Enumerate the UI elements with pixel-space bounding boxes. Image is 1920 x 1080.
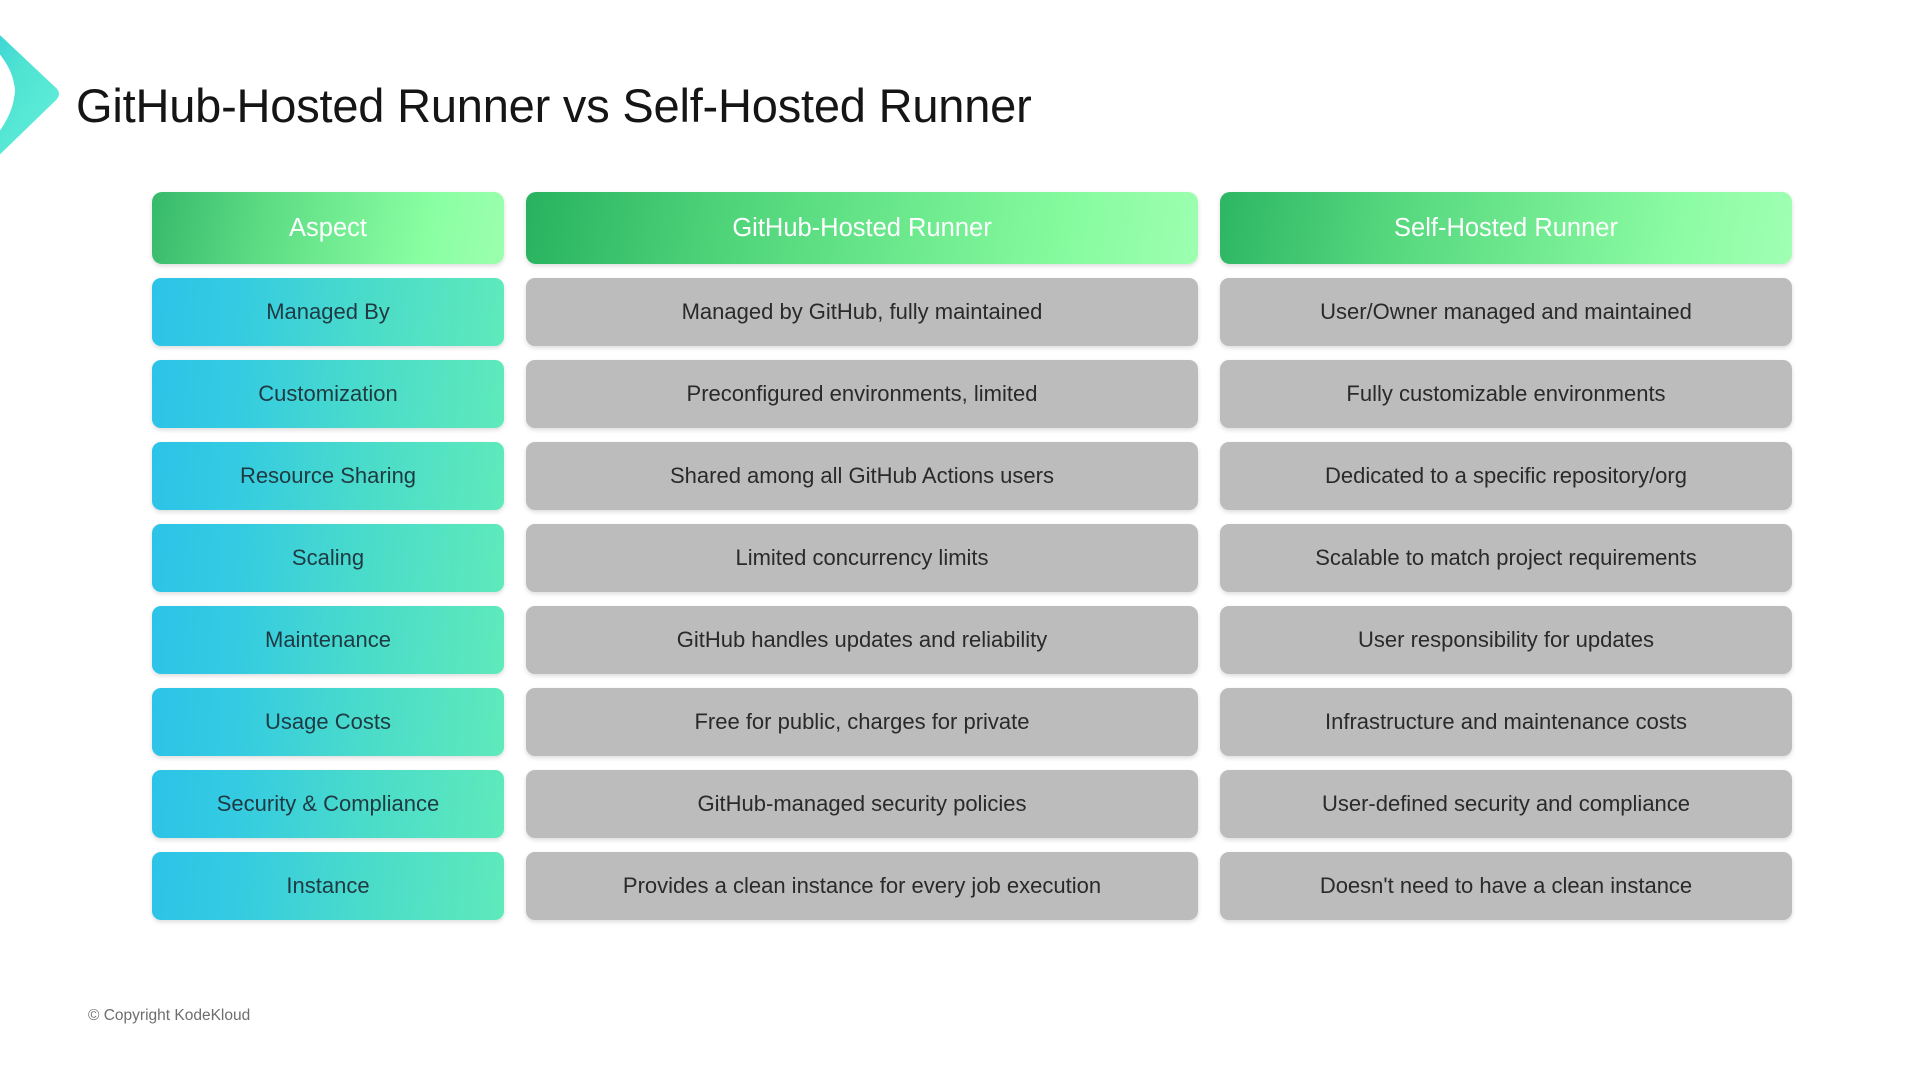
table-row: Maintenance GitHub handles updates and r… (152, 606, 1792, 674)
comparison-table: Aspect GitHub-Hosted Runner Self-Hosted … (152, 192, 1792, 920)
copyright-notice: © Copyright KodeKloud (88, 1007, 251, 1024)
aspect-label: Usage Costs (152, 688, 504, 756)
page-title: GitHub-Hosted Runner vs Self-Hosted Runn… (76, 79, 1032, 132)
aspect-label: Maintenance (152, 606, 504, 674)
github-hosted-value: GitHub handles updates and reliability (526, 606, 1198, 674)
table-row: Usage Costs Free for public, charges for… (152, 688, 1792, 756)
table-row: Customization Preconfigured environments… (152, 360, 1792, 428)
self-hosted-value: User-defined security and compliance (1220, 770, 1792, 838)
github-hosted-value: Managed by GitHub, fully maintained (526, 278, 1198, 346)
table-header-row: Aspect GitHub-Hosted Runner Self-Hosted … (152, 192, 1792, 264)
github-hosted-value: Shared among all GitHub Actions users (526, 442, 1198, 510)
self-hosted-value: Doesn't need to have a clean instance (1220, 852, 1792, 920)
self-hosted-value: User responsibility for updates (1220, 606, 1792, 674)
aspect-label: Resource Sharing (152, 442, 504, 510)
self-hosted-value: User/Owner managed and maintained (1220, 278, 1792, 346)
aspect-label: Security & Compliance (152, 770, 504, 838)
column-header-github-hosted-runner: GitHub-Hosted Runner (526, 192, 1198, 264)
table-row: Resource Sharing Shared among all GitHub… (152, 442, 1792, 510)
self-hosted-value: Fully customizable environments (1220, 360, 1792, 428)
table-row: Managed By Managed by GitHub, fully main… (152, 278, 1792, 346)
self-hosted-value: Dedicated to a specific repository/org (1220, 442, 1792, 510)
self-hosted-value: Infrastructure and maintenance costs (1220, 688, 1792, 756)
table-row: Security & Compliance GitHub-managed sec… (152, 770, 1792, 838)
github-hosted-value: Preconfigured environments, limited (526, 360, 1198, 428)
aspect-label: Customization (152, 360, 504, 428)
github-hosted-value: Free for public, charges for private (526, 688, 1198, 756)
table-row: Instance Provides a clean instance for e… (152, 852, 1792, 920)
aspect-label: Scaling (152, 524, 504, 592)
chevron-right-icon (0, 35, 59, 155)
column-header-aspect: Aspect (152, 192, 504, 264)
aspect-label: Instance (152, 852, 504, 920)
column-header-self-hosted-runner: Self-Hosted Runner (1220, 192, 1792, 264)
github-hosted-value: Limited concurrency limits (526, 524, 1198, 592)
github-hosted-value: GitHub-managed security policies (526, 770, 1198, 838)
aspect-label: Managed By (152, 278, 504, 346)
self-hosted-value: Scalable to match project requirements (1220, 524, 1792, 592)
github-hosted-value: Provides a clean instance for every job … (526, 852, 1198, 920)
table-row: Scaling Limited concurrency limits Scala… (152, 524, 1792, 592)
